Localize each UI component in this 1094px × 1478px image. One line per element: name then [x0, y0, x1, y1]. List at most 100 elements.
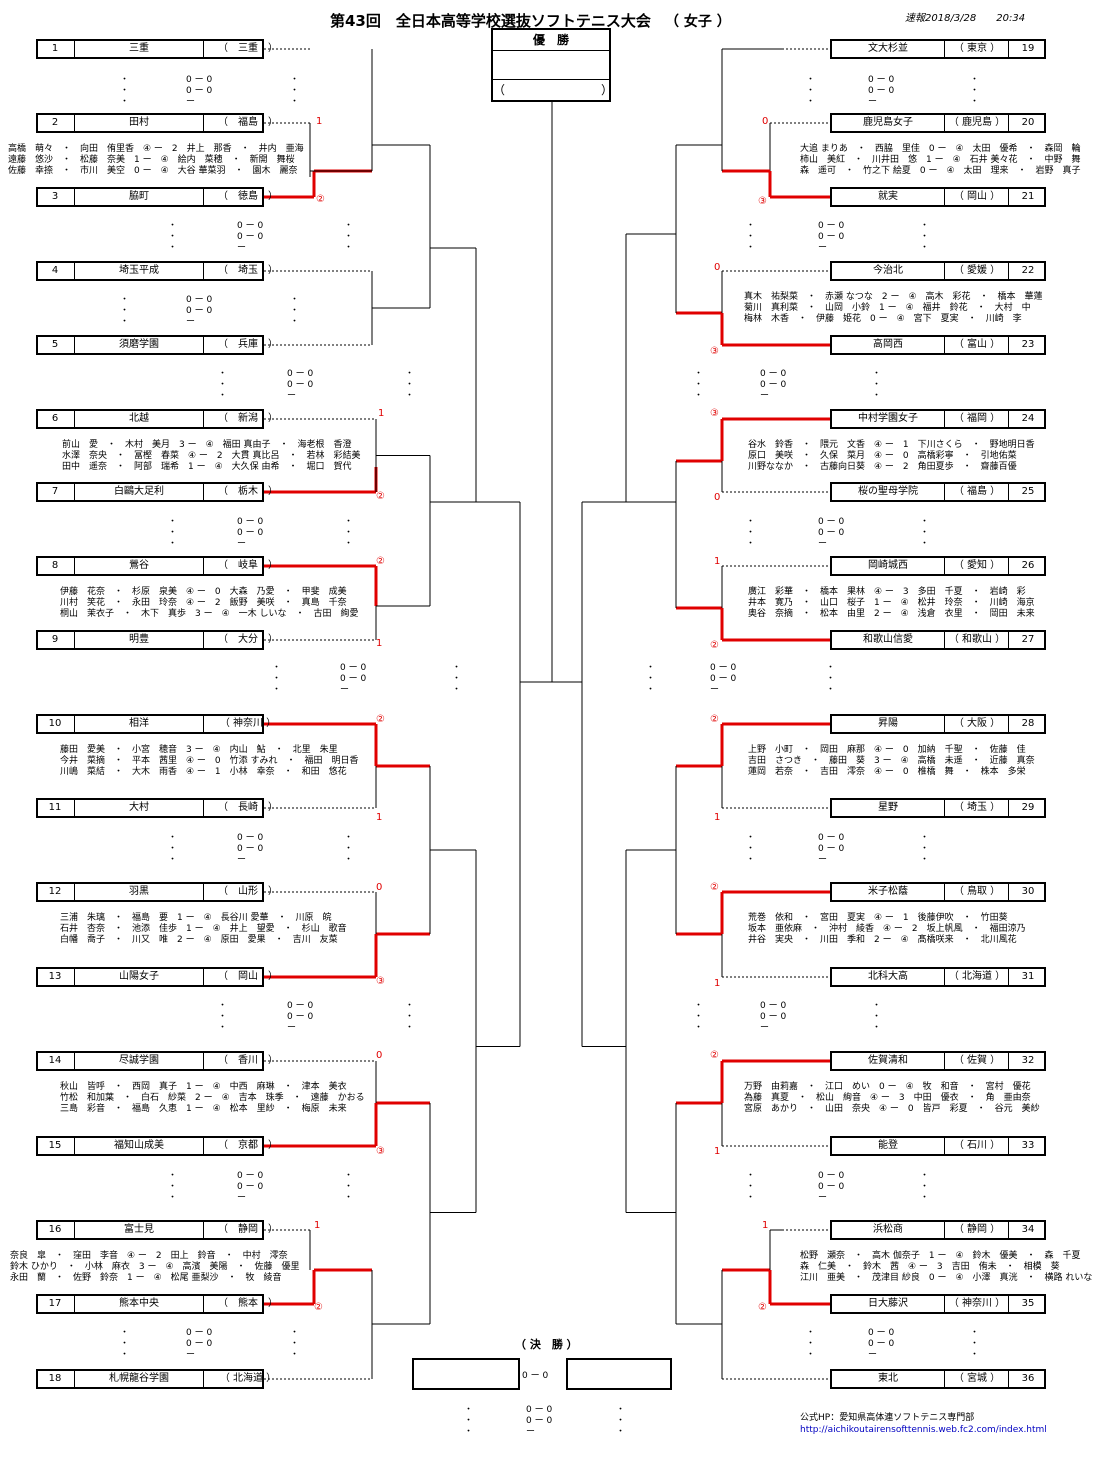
- placeholder-score: ー: [760, 391, 770, 401]
- placeholder-dot: ・: [120, 317, 130, 327]
- team-pref: （ 埼玉 ）: [946, 800, 1009, 816]
- placeholder-dot: ・: [920, 221, 930, 231]
- placeholder-dot: ・: [290, 306, 300, 316]
- match-line: 佐藤 幸捺 ・ 市川 美空 0 ー ④ 大谷 華菜羽 ・ 園木 麗奈: [8, 166, 298, 176]
- placeholder-score: 0 ー 0: [237, 221, 264, 231]
- placeholder-dot: ・: [290, 97, 300, 107]
- placeholder-dot: ・: [646, 674, 656, 684]
- placeholder-dot: ・: [806, 1328, 816, 1338]
- team-name: 白鷗大足利: [74, 484, 204, 500]
- match-line: 為藤 真夏 ・ 松山 絢音 ④ ー 3 中田 優衣 ・ 角 亜由奈: [744, 1093, 1031, 1103]
- team-pref: （ 福島 ）: [946, 484, 1009, 500]
- result-mark: 1: [714, 1146, 721, 1157]
- team-name: 大村: [74, 800, 204, 816]
- result-mark: ③: [710, 408, 719, 419]
- placeholder-dot: ・: [806, 1350, 816, 1360]
- placeholder-score: 0 ー 0: [818, 232, 845, 242]
- placeholder-dot: ・: [464, 1416, 474, 1426]
- match-line: 森 仁美 ・ 鈴木 茜 ④ ー 3 吉田 侑未 ・ 相模 葵: [800, 1262, 1060, 1272]
- team-name: 富士見: [74, 1222, 204, 1238]
- team-num: 16: [48, 1224, 62, 1235]
- match-result: 大追 まりあ ・ 西脇 里佳 0 ー ④ 太田 優希 ・ 森岡 輪柿山 美紅 ・…: [800, 144, 1081, 177]
- match-result: 藤田 愛美 ・ 小宮 穂音 3 ー ④ 内山 鮎 ・ 北里 朱里今井 菜摘 ・ …: [60, 745, 359, 778]
- team-name: 鶯谷: [74, 558, 204, 574]
- result-mark: ②: [314, 1302, 323, 1313]
- final-score: 0 ー 0: [522, 1371, 549, 1381]
- champion-name: （ ）: [493, 79, 613, 100]
- placeholder-dot: ・: [344, 528, 354, 538]
- placeholder-dot: ・: [872, 391, 882, 401]
- footer-label: 公式HP：愛知県高体連ソフトテニス専門部: [800, 1413, 975, 1423]
- team-name: 脇町: [74, 189, 204, 205]
- placeholder-dot: ・: [920, 232, 930, 242]
- placeholder-score: 0 ー 0: [526, 1405, 553, 1415]
- update-timestamp: 速報2018/3/28 20:34: [905, 13, 1026, 24]
- placeholder-score: 0 ー 0: [237, 232, 264, 242]
- match-line: 藤田 愛美 ・ 小宮 穂音 3 ー ④ 内山 鮎 ・ 北里 朱里: [60, 745, 338, 755]
- match-line: 井谷 実央 ・ 川田 季和 2 ー ④ 髙橋咲来 ・ 北川風花: [748, 935, 1017, 945]
- placeholder-dot: ・: [616, 1405, 626, 1415]
- placeholder-score: 0 ー 0: [760, 1012, 787, 1022]
- team-num: 22: [1021, 265, 1035, 276]
- placeholder-score: 0 ー 0: [760, 380, 787, 390]
- placeholder-dot: ・: [872, 1023, 882, 1033]
- match-line: 川野ななか ・ 古藤向日葵 ④ ー 2 角田夏歩 ・ 齋藤百優: [748, 462, 1017, 472]
- team-num: 13: [48, 971, 62, 982]
- team-entry: 日大藤沢（ 神奈川 ） 35: [830, 1294, 1046, 1314]
- result-mark: 1: [376, 638, 383, 649]
- result-mark: ③: [376, 976, 385, 987]
- placeholder-dot: ・: [218, 369, 228, 379]
- match-line: 三島 彩音 ・ 福島 久恵 1 ー ④ 松本 里紗 ・ 梅原 未来: [60, 1104, 347, 1114]
- team-name: 札幌龍谷学園: [74, 1371, 204, 1387]
- placeholder-dot: ・: [646, 663, 656, 673]
- footer-link[interactable]: http://aichikoutairensofttennis.web.fc2.…: [800, 1425, 1047, 1435]
- team-entry: 13 山陽女子 （ 岡山 ）: [36, 967, 278, 987]
- placeholder-score: 0 ー 0: [287, 380, 314, 390]
- placeholder-dot: ・: [272, 674, 282, 684]
- team-pref: （ 静岡 ）: [218, 1224, 278, 1235]
- placeholder-dot: ・: [464, 1427, 474, 1437]
- placeholder-dot: ・: [344, 833, 354, 843]
- team-entry: 北科大高（ 北海道 ）31: [830, 967, 1046, 987]
- match-line: 伊藤 花奈 ・ 杉原 泉美 ④ ー 0 大森 乃愛 ・ 甲斐 成美: [60, 587, 347, 597]
- team-num: 18: [48, 1373, 62, 1384]
- team-name: 浜松商: [832, 1222, 945, 1238]
- placeholder-score: 0 ー 0: [340, 663, 367, 673]
- placeholder-dot: ・: [272, 685, 282, 695]
- placeholder-dot: ・: [168, 855, 178, 865]
- team-pref: （ 神奈川 ）: [946, 1296, 1009, 1312]
- team-num: 35: [1021, 1298, 1035, 1309]
- team-num: 2: [51, 117, 59, 128]
- team-entry: 能登（ 石川 ）33: [830, 1136, 1046, 1156]
- team-name: 山陽女子: [74, 969, 204, 985]
- team-num: 27: [1021, 634, 1035, 645]
- team-entry: 高岡西（ 富山 ）23: [830, 335, 1046, 355]
- team-pref: （ 岡山 ）: [218, 971, 278, 982]
- team-entry: 昇陽（ 大阪 ）28: [830, 714, 1046, 734]
- result-mark: 1: [316, 116, 323, 127]
- team-pref: （ 大阪 ）: [946, 716, 1009, 732]
- match-line: 宮原 あかり ・ 山田 奈央 ④ ー 0 皆戸 彩夏 ・ 谷元 美紗: [744, 1104, 1040, 1114]
- placeholder-dot: ・: [970, 1350, 980, 1360]
- match-line: 鈴木 ひかり ・ 小林 麻衣 3 ー ④ 高濱 美陽 ・ 佐藤 優里: [10, 1262, 300, 1272]
- team-entry: 佐賀清和（ 佐賀 ）32: [830, 1051, 1046, 1071]
- team-pref: （ 北海道 ）: [946, 969, 1009, 985]
- team-pref: （ 佐賀 ）: [946, 1053, 1009, 1069]
- placeholder-score: 0 ー 0: [868, 1339, 895, 1349]
- match-line: 遠藤 悠沙 ・ 松藤 奈美 1 ー ④ 絵内 菜穂 ・ 新開 舞桜: [8, 155, 295, 165]
- team-name: 日大藤沢: [832, 1296, 945, 1312]
- team-name: 桜の聖母学院: [832, 484, 945, 500]
- team-pref: （ 福島 ）: [218, 117, 278, 128]
- placeholder-score: ー: [186, 317, 196, 327]
- placeholder-score: ー: [287, 1023, 297, 1033]
- team-pref: （ 宮城 ）: [946, 1371, 1009, 1387]
- team-pref: （ 鹿児島 ）: [946, 115, 1009, 131]
- placeholder-dot: ・: [746, 1193, 756, 1203]
- placeholder-score: 0 ー 0: [818, 1171, 845, 1181]
- placeholder-dot: ・: [120, 86, 130, 96]
